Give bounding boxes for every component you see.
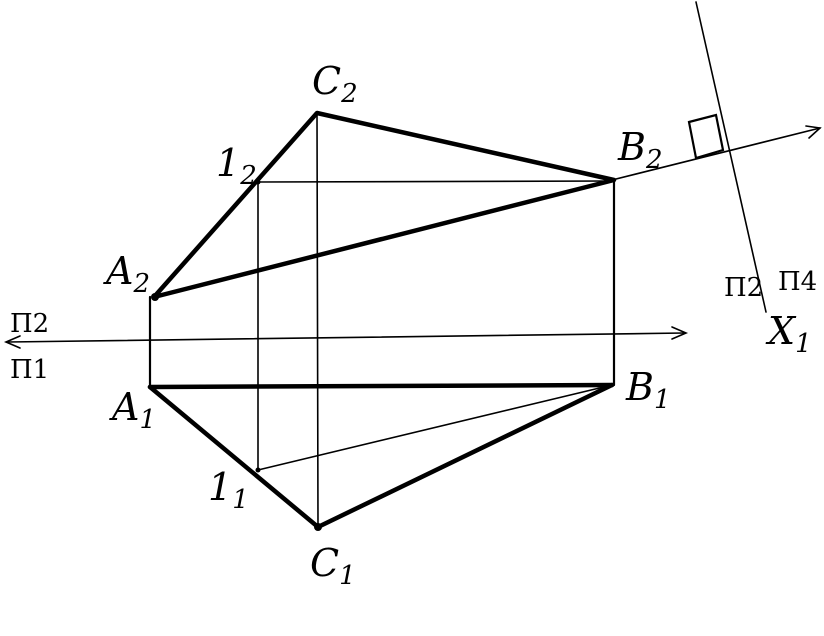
label-12: 12 xyxy=(216,141,257,191)
label-a1: A1 xyxy=(109,385,156,435)
line-12-b2 xyxy=(257,180,615,183)
point-c1-dot xyxy=(314,523,322,531)
label-b2: B2 xyxy=(617,125,662,175)
label-c1: C1 xyxy=(310,541,356,591)
extension-arrow xyxy=(805,125,822,139)
plane-label-pi4: Π4 xyxy=(778,267,817,297)
extension-line-b2 xyxy=(611,127,821,181)
axis-x1-label: X1 xyxy=(765,309,812,359)
point-12-dot xyxy=(255,179,261,185)
label-c2: C2 xyxy=(312,59,358,109)
point-11-dot xyxy=(255,467,261,473)
axis-x24 xyxy=(695,1,767,313)
link-line-c xyxy=(316,112,319,528)
label-a2: A2 xyxy=(103,249,150,299)
line-11-b1 xyxy=(257,384,613,471)
label-11: 11 xyxy=(208,465,249,515)
plane-label-pi1-left: Π1 xyxy=(10,355,49,385)
line-a1-b1 xyxy=(147,382,615,390)
label-b1: B1 xyxy=(625,365,670,415)
triangle-a2-c2-b2 xyxy=(151,110,617,300)
plane-label-pi2-left: Π2 xyxy=(10,309,49,339)
axis-x12 xyxy=(7,332,685,343)
axis-x12-arrow xyxy=(3,335,21,349)
plane-label-pi2-right: Π2 xyxy=(724,273,763,303)
axis-x12-arrow-right xyxy=(671,326,689,340)
right-angle-marker xyxy=(687,113,725,160)
point-a2-dot xyxy=(151,293,159,301)
